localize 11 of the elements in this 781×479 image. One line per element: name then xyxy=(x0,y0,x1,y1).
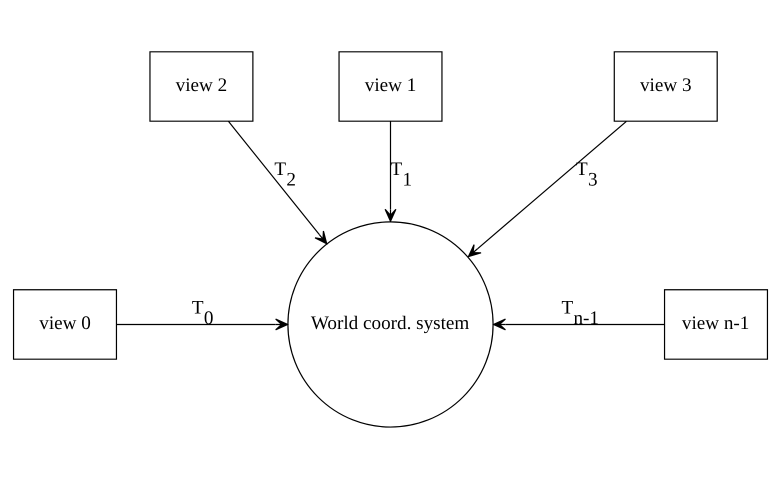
arrow xyxy=(116,318,288,330)
node-box: view n-1 xyxy=(664,289,768,360)
arrow xyxy=(228,121,328,244)
arrow xyxy=(492,318,664,330)
node-box: view 0 xyxy=(12,289,118,360)
node-box: view 1 xyxy=(338,51,443,122)
node-box: view 3 xyxy=(614,51,718,122)
arrow xyxy=(468,120,627,258)
arrow xyxy=(384,121,396,222)
node-circle: World coord. system xyxy=(287,221,494,428)
node-box: view 2 xyxy=(149,51,254,122)
